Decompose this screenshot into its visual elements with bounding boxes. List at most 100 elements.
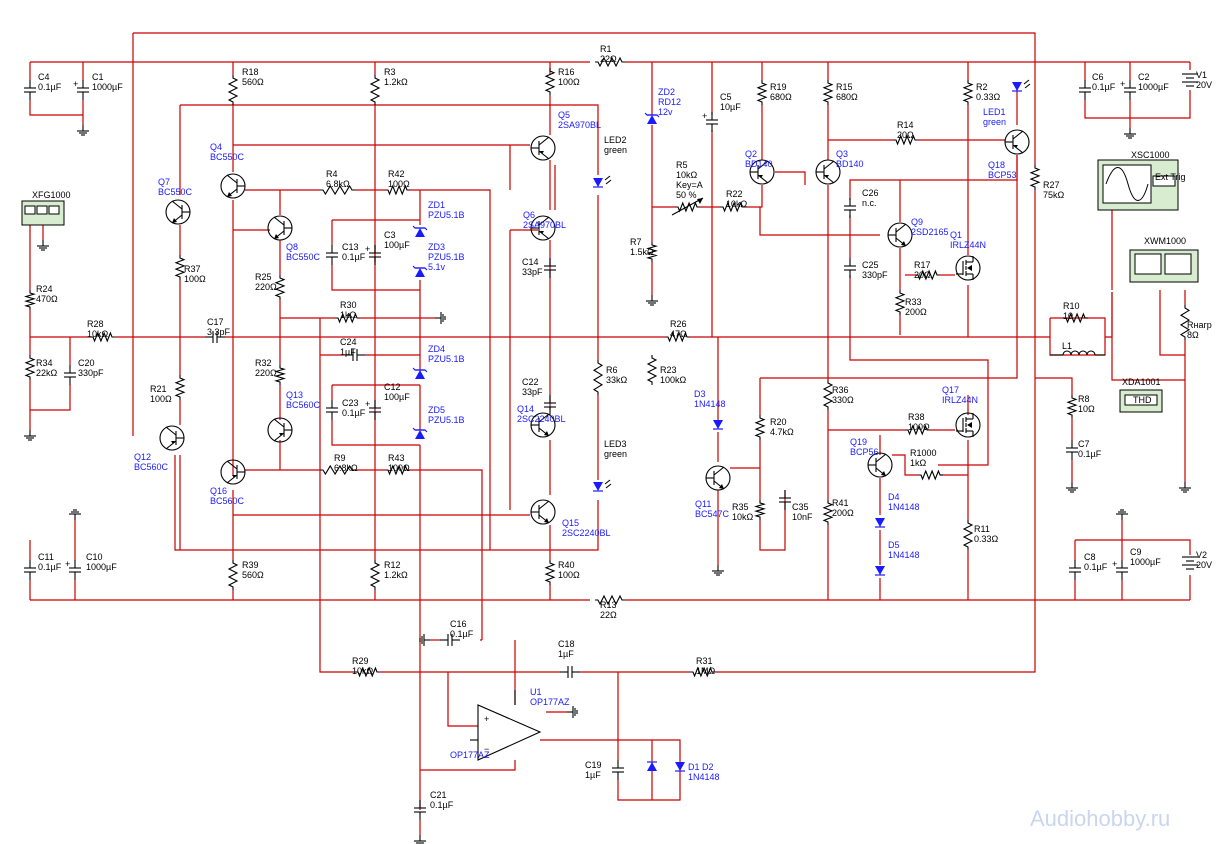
watermark: Audiohobby.ru bbox=[1030, 806, 1170, 831]
label-c19: C19 bbox=[585, 760, 602, 770]
svg-text:+: + bbox=[1112, 559, 1117, 569]
c21-capacitor bbox=[414, 800, 426, 820]
label-r37: 100Ω bbox=[184, 274, 206, 284]
r42-resistor bbox=[385, 184, 410, 196]
label-r27: 75kΩ bbox=[1043, 190, 1065, 200]
svg-text:+: + bbox=[73, 79, 78, 89]
label-q4: BC550C bbox=[210, 152, 245, 162]
label-zd4: PZU5.1B bbox=[428, 354, 465, 364]
label-r3: 1.2kΩ bbox=[384, 77, 408, 87]
label-r4: 6.8kΩ bbox=[326, 179, 350, 189]
label-d4: D4 bbox=[888, 492, 900, 502]
r10-resistor bbox=[1063, 312, 1088, 324]
label-q1: IRLZ44N bbox=[950, 240, 986, 250]
q1-mosfet-icon bbox=[955, 255, 981, 281]
r24-resistor bbox=[24, 290, 36, 310]
wires bbox=[29, 32, 1191, 835]
q18-transistor-icon bbox=[1004, 129, 1030, 155]
label-d5: 1N4148 bbox=[888, 550, 920, 560]
ground-icon bbox=[69, 509, 81, 520]
label-c13: C13 bbox=[342, 242, 359, 252]
r38-resistor bbox=[905, 424, 930, 436]
distortion-analyzer-icon bbox=[1119, 389, 1163, 413]
led2-led-icon bbox=[593, 175, 612, 188]
oscilloscope-icon bbox=[1097, 159, 1179, 211]
label-c2: 1000µF bbox=[1138, 82, 1169, 92]
r23-resistor bbox=[646, 355, 658, 385]
label-r21: 100Ω bbox=[150, 394, 172, 404]
label-r29: R29 bbox=[352, 656, 369, 666]
r43-resistor bbox=[385, 464, 410, 476]
r22-resistor bbox=[720, 201, 745, 213]
label-q7: Q7 bbox=[158, 177, 170, 187]
c3-capacitor: + bbox=[365, 244, 381, 265]
label-c17: C17 bbox=[207, 317, 224, 327]
label-r9: R9 bbox=[334, 453, 346, 463]
label-r34: R34 bbox=[36, 358, 53, 368]
label-c20: 330pF bbox=[78, 368, 104, 378]
r8-resistor bbox=[1066, 395, 1078, 418]
label-led2: LED2 bbox=[604, 135, 627, 145]
label-led1: green bbox=[983, 117, 1006, 127]
label-q9: 2SD2165 bbox=[911, 227, 949, 237]
label-r30: 1kΩ bbox=[340, 310, 357, 320]
c17-capacitor bbox=[205, 331, 225, 343]
ground-icon bbox=[1179, 482, 1191, 493]
q5-transistor-icon bbox=[530, 135, 556, 161]
label-r38: 100Ω bbox=[908, 422, 930, 432]
label-c7: C7 bbox=[1078, 439, 1090, 449]
d4-diode-icon bbox=[875, 518, 885, 528]
q19-transistor-icon bbox=[867, 452, 893, 478]
c25-capacitor bbox=[844, 258, 856, 278]
label-u1: OP177AZ bbox=[530, 697, 570, 707]
c18-capacitor bbox=[560, 666, 580, 678]
r14-resistor bbox=[893, 134, 918, 146]
function-generator-icon bbox=[21, 200, 65, 226]
label-xsc1000: XSC1000 bbox=[1131, 150, 1170, 160]
label-q19: Q19 bbox=[850, 437, 867, 447]
label-q12: BC560C bbox=[134, 462, 169, 472]
q11-transistor-icon bbox=[705, 465, 731, 491]
label-r38: R38 bbox=[908, 412, 925, 422]
c9-capacitor: + bbox=[1112, 559, 1128, 580]
label-u1-part: OP177AZ bbox=[450, 750, 490, 760]
r36-resistor bbox=[822, 380, 834, 410]
q9-transistor-icon bbox=[887, 222, 913, 248]
v2-battery-icon bbox=[1182, 556, 1198, 570]
label-r11: R11 bbox=[974, 524, 990, 534]
label-r5: 10kΩ bbox=[676, 170, 698, 180]
c22-capacitor bbox=[544, 395, 556, 415]
q15-transistor-icon bbox=[530, 499, 556, 525]
wattmeter-icon bbox=[1129, 249, 1199, 283]
c24-capacitor bbox=[345, 349, 365, 361]
label-r16: 100Ω bbox=[558, 77, 580, 87]
label-q13: Q13 bbox=[286, 390, 303, 400]
label-c6: 0.1µF bbox=[1092, 82, 1116, 92]
label-c35: C35 bbox=[792, 502, 809, 512]
label-q18: Q18 bbox=[988, 160, 1005, 170]
label-r17: R17 bbox=[914, 260, 931, 270]
label-c8: C8 bbox=[1084, 552, 1096, 562]
label-r22: R22 bbox=[726, 189, 743, 199]
label-xda1001: XDA1001 bbox=[1122, 377, 1161, 387]
ground-icon bbox=[24, 430, 36, 441]
svg-text:+: + bbox=[65, 559, 70, 569]
label-c11: C11 bbox=[38, 552, 54, 562]
ground-icon bbox=[567, 706, 578, 718]
ground-icon bbox=[37, 240, 49, 251]
label-r14: R14 bbox=[897, 120, 914, 130]
label-d5: D5 bbox=[888, 540, 900, 550]
label-r1000: 1kΩ bbox=[910, 458, 927, 468]
c6-capacitor bbox=[1079, 80, 1091, 100]
q17-mosfet-icon bbox=[955, 412, 981, 438]
label-c12: 100µF bbox=[384, 392, 410, 402]
r20-resistor bbox=[754, 415, 766, 440]
label-d1d2: 1N4148 bbox=[688, 772, 720, 782]
label-q13: BC560C bbox=[286, 400, 321, 410]
c1-capacitor: + bbox=[73, 79, 89, 100]
label-c20: C20 bbox=[78, 358, 95, 368]
led1-led-icon bbox=[1012, 79, 1031, 92]
svg-text:+: + bbox=[702, 111, 707, 121]
q12-transistor-icon bbox=[159, 425, 185, 451]
